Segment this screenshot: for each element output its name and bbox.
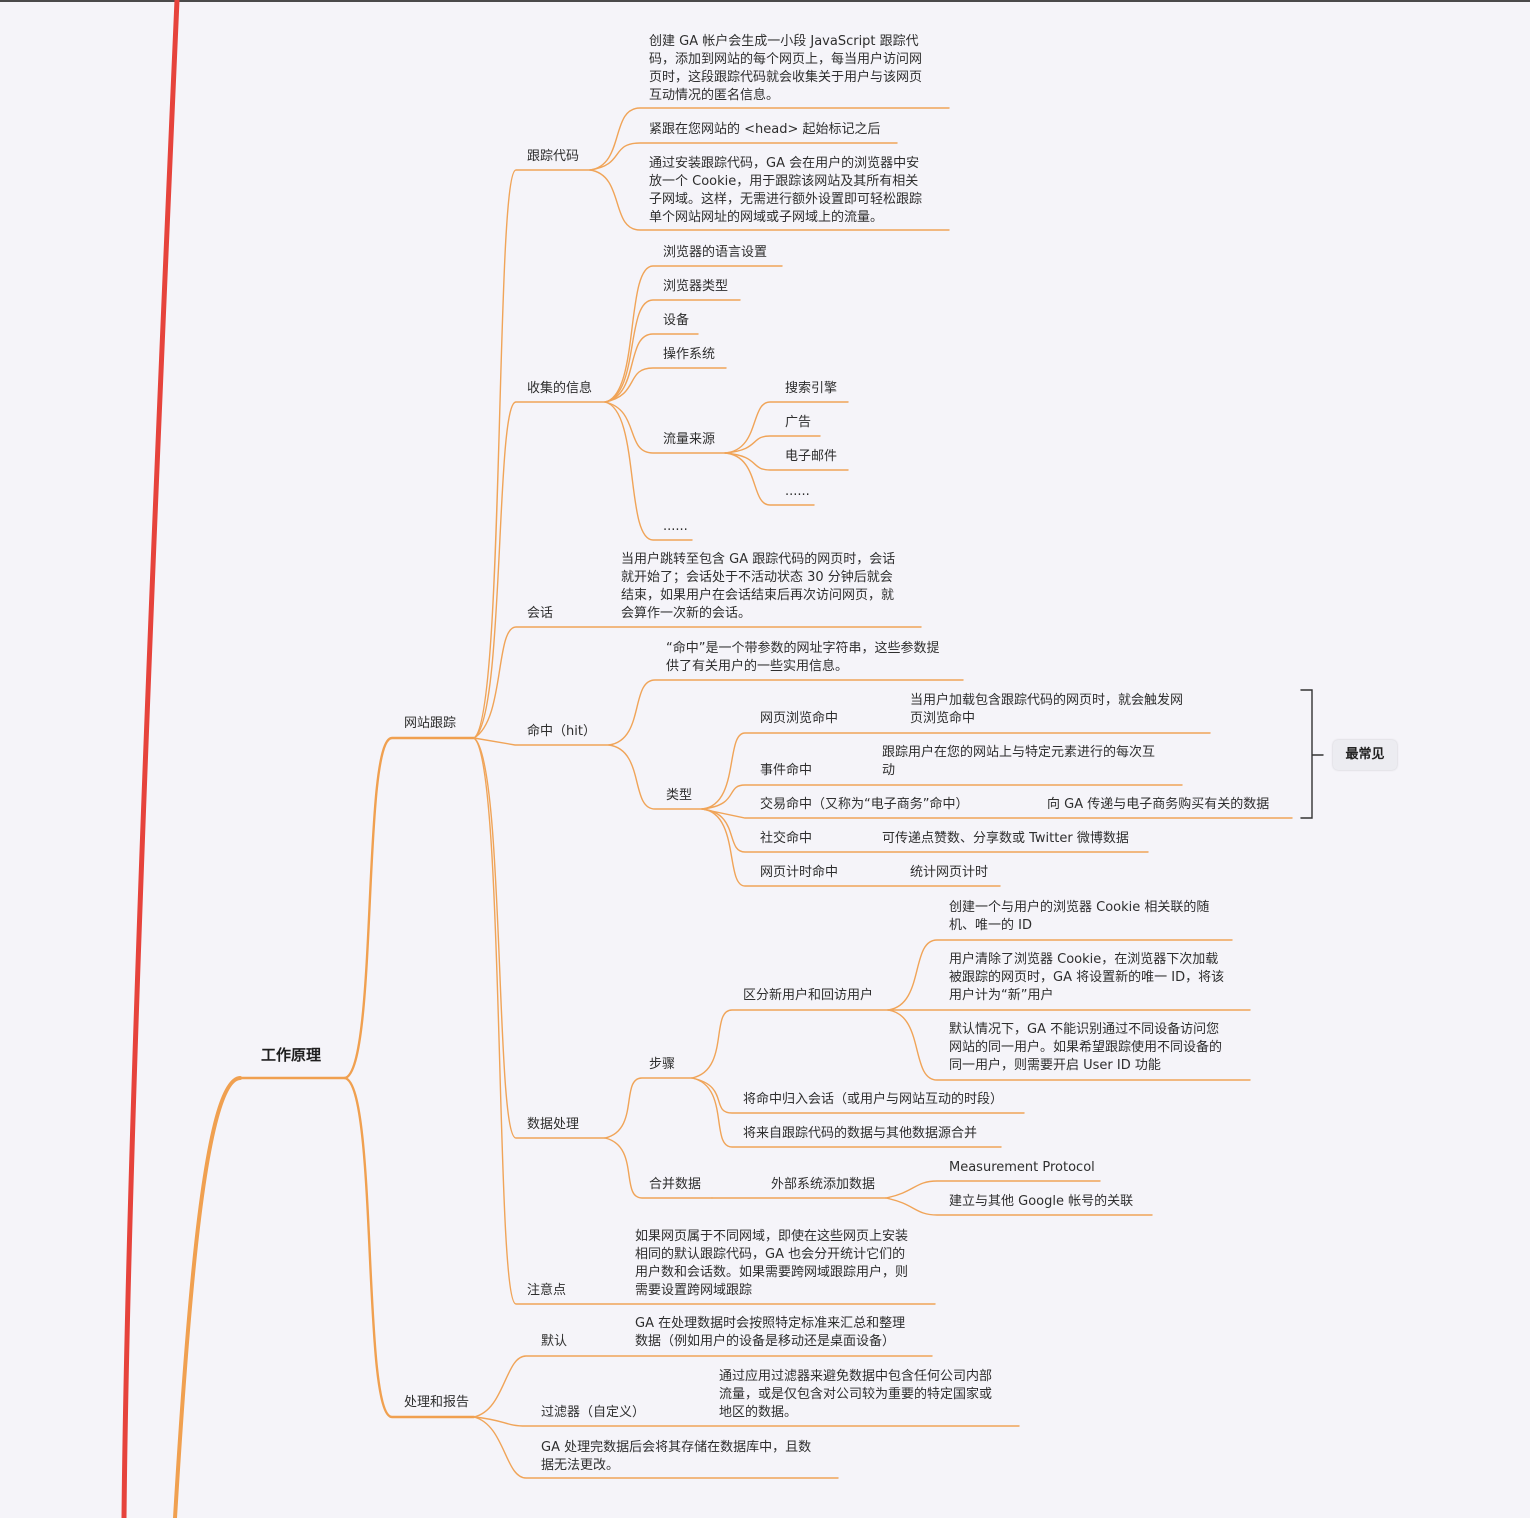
most-common-bracket — [1300, 689, 1324, 819]
node-social-hit-desc[interactable]: 可传递点赞数、分享数或 Twitter 微博数据 — [882, 831, 1129, 846]
node-distinguish-desc1[interactable]: 创建一个与用户的浏览器 Cookie 相关联的随 机、唯一的 ID — [949, 900, 1210, 933]
node-steps[interactable]: 步骤 — [649, 1057, 676, 1072]
node-pageview-hit[interactable]: 网页浏览命中 — [760, 711, 839, 726]
node-social-hit[interactable]: 社交命中 — [760, 831, 813, 846]
node-filters[interactable]: 过滤器（自定义） — [541, 1405, 646, 1420]
node-tracking-code[interactable]: 跟踪代码 — [527, 149, 580, 164]
node-google-link[interactable]: 建立与其他 Google 帐号的关联 — [949, 1194, 1134, 1209]
node-tracking-code-desc2[interactable]: 紧跟在您网站的 <head> 起始标记之后 — [649, 122, 881, 137]
node-filters-desc[interactable]: 通过应用过滤器来避免数据中包含任何公司内部 流量，或是仅包含对公司较为重要的特定… — [719, 1369, 993, 1420]
node-traffic-search[interactable]: 搜索引擎 — [785, 381, 838, 396]
node-measurement-protocol[interactable]: Measurement Protocol — [949, 1160, 1095, 1175]
node-transaction-hit[interactable]: 交易命中（又称为“电子商务”命中） — [760, 797, 969, 812]
node-tracking-code-desc3[interactable]: 通过安装跟踪代码，GA 会在用户的浏览器中安 放一个 Cookie，用于跟踪该网… — [649, 156, 923, 225]
node-group-hits[interactable]: 将命中归入会话（或用户与网站互动的时段） — [743, 1092, 1004, 1107]
node-hit-desc[interactable]: “命中”是一个带参数的网址字符串，这些参数提 供了有关用户的一些实用信息。 — [666, 641, 940, 674]
node-pageview-hit-desc[interactable]: 当用户加载包含跟踪代码的网页时，就会触发网 页浏览命中 — [910, 693, 1184, 726]
node-timing-hit-desc[interactable]: 统计网页计时 — [910, 865, 989, 880]
node-external-systems[interactable]: 外部系统添加数据 — [771, 1177, 876, 1192]
node-hit-types[interactable]: 类型 — [666, 788, 693, 803]
node-event-hit-desc[interactable]: 跟踪用户在您的网站上与特定元素进行的每次互 动 — [882, 745, 1156, 778]
most-common-label[interactable]: 最常见 — [1333, 740, 1397, 770]
node-hit[interactable]: 命中（hit） — [527, 724, 596, 739]
node-collected-info[interactable]: 收集的信息 — [527, 381, 593, 396]
node-notes-desc[interactable]: 如果网页属于不同网域，即使在这些网页上安装 相同的默认跟踪代码，GA 也会分开统… — [635, 1229, 909, 1298]
node-default[interactable]: 默认 — [541, 1334, 568, 1349]
node-processing-reporting[interactable]: 处理和报告 — [404, 1395, 470, 1410]
node-transaction-hit-desc[interactable]: 向 GA 传递与电子商务购买有关的数据 — [1047, 797, 1270, 812]
node-merge-sources[interactable]: 将来自跟踪代码的数据与其他数据源合并 — [743, 1126, 978, 1141]
red-main-branch — [121, 0, 180, 1518]
node-storage[interactable]: GA 处理完数据后会将其存储在数据库中，且数 据无法更改。 — [541, 1440, 812, 1473]
node-event-hit[interactable]: 事件命中 — [760, 763, 813, 778]
node-traffic-ads[interactable]: 广告 — [785, 415, 812, 430]
node-traffic-more[interactable]: ...... — [785, 484, 810, 499]
node-distinguish-desc3[interactable]: 默认情况下，GA 不能识别通过不同设备访问您 网站的同一用户。如果希望跟踪使用不… — [949, 1022, 1223, 1073]
node-browser-language[interactable]: 浏览器的语言设置 — [663, 245, 768, 260]
node-traffic-email[interactable]: 电子邮件 — [785, 449, 838, 464]
node-timing-hit[interactable]: 网页计时命中 — [760, 865, 839, 880]
node-root[interactable]: 工作原理 — [261, 1046, 322, 1064]
node-default-desc[interactable]: GA 在处理数据时会按照特定标准来汇总和整理 数据（例如用户的设备是移动还是桌面… — [635, 1316, 906, 1349]
node-data-processing[interactable]: 数据处理 — [527, 1117, 580, 1132]
node-merge-data[interactable]: 合并数据 — [649, 1177, 702, 1192]
node-notes[interactable]: 注意点 — [527, 1283, 567, 1298]
node-website-tracking[interactable]: 网站跟踪 — [404, 716, 457, 731]
node-session[interactable]: 会话 — [527, 606, 554, 621]
node-collected-more[interactable]: ...... — [663, 519, 688, 534]
node-session-desc[interactable]: 当用户跳转至包含 GA 跟踪代码的网页时，会话 就开始了；会话处于不活动状态 3… — [621, 552, 896, 621]
node-distinguish-desc2[interactable]: 用户清除了浏览器 Cookie，在浏览器下次加载 被跟踪的网页时，GA 将设置新… — [949, 952, 1225, 1003]
top-border — [0, 0, 1530, 2]
node-distinguish-users[interactable]: 区分新用户和回访用户 — [743, 988, 874, 1003]
node-os[interactable]: 操作系统 — [663, 347, 716, 362]
node-device[interactable]: 设备 — [663, 313, 690, 328]
node-browser-type[interactable]: 浏览器类型 — [663, 279, 729, 294]
orange-main-branch — [173, 1076, 242, 1518]
node-traffic-source[interactable]: 流量来源 — [663, 432, 716, 447]
node-tracking-code-desc1[interactable]: 创建 GA 帐户会生成一小段 JavaScript 跟踪代 码，添加到网站的每个… — [649, 34, 923, 103]
